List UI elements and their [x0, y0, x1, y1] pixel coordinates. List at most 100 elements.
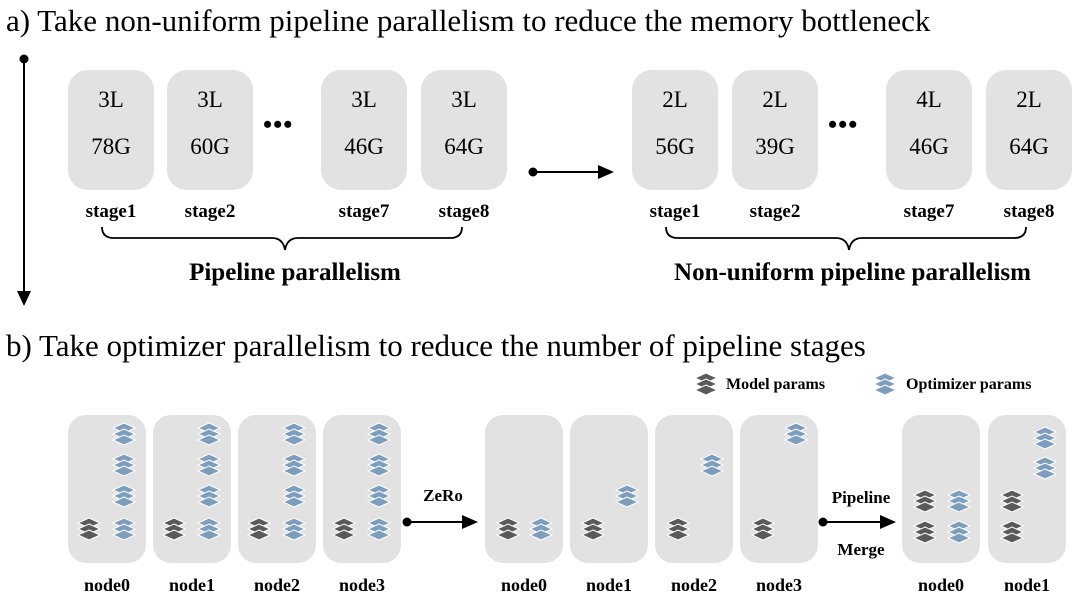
model-params-icon [913, 489, 937, 513]
optimizer-params-icon [112, 453, 136, 477]
stage-memory: 78G [91, 134, 131, 159]
model-params-icon [666, 517, 690, 541]
optimizer-params-icon [367, 484, 391, 508]
optimizer-params-icon [112, 517, 136, 541]
stage-box-right-8: 2L 64G [986, 70, 1072, 190]
model-params-icon [332, 517, 356, 541]
stage-layers: 3L [98, 87, 124, 112]
stage-memory: 64G [1009, 134, 1049, 159]
optimizer-params-icon [197, 517, 221, 541]
optimizer-params-icon [784, 422, 808, 446]
stage-label: stage2 [184, 201, 236, 222]
ellipsis-left: ••• [263, 110, 294, 139]
optimizer-params-icon [615, 484, 639, 508]
caption-non-uniform-pipeline-parallelism: Non-uniform pipeline parallelism [674, 259, 1031, 286]
stage-memory: 46G [344, 134, 384, 159]
stage-box-left-1: 3L 78G [68, 70, 154, 190]
timeline-arrow [17, 54, 31, 306]
legend-optimizer-label: Optimizer params [906, 376, 1032, 393]
stage-memory: 39G [755, 134, 795, 159]
stage-box-right-1: 2L 56G [632, 70, 718, 190]
node-label: node0 [917, 575, 964, 595]
model-params-icon [913, 520, 937, 544]
optimizer-params-icon [282, 453, 306, 477]
model-params-icon [751, 517, 775, 541]
stage-label: stage8 [1003, 201, 1055, 222]
stage-label: stage1 [649, 201, 701, 222]
node-label: node3 [338, 575, 385, 595]
model-params-icon [496, 517, 520, 541]
node-box-g2-0 [485, 415, 563, 563]
stage-label: stage8 [438, 201, 490, 222]
pipeline-label: Pipeline [831, 488, 891, 507]
node-label: node2 [670, 575, 717, 595]
optimizer-params-icon [367, 517, 391, 541]
stage-box-right-2: 2L 39G [732, 70, 818, 190]
node-label: node2 [253, 575, 300, 595]
transform-arrow [528, 165, 614, 179]
model-params-icon [694, 372, 718, 396]
optimizer-params-icon [700, 453, 724, 477]
optimizer-params-icon [367, 422, 391, 446]
node-label: node1 [585, 575, 632, 595]
node-label: node1 [168, 575, 215, 595]
optimizer-params-icon [947, 489, 971, 513]
optimizer-params-icon [197, 422, 221, 446]
merge-label: Merge [837, 540, 885, 559]
zero-label: ZeRo [423, 486, 463, 505]
stage-label: stage2 [749, 201, 801, 222]
stage-box-left-2: 3L 60G [167, 70, 253, 190]
model-params-icon [77, 517, 101, 541]
heading-a: a) Take non-uniform pipeline parallelism… [6, 3, 931, 38]
stage-memory: 60G [190, 134, 230, 159]
model-params-icon [581, 517, 605, 541]
node-label: node0 [83, 575, 130, 595]
optimizer-params-icon [282, 422, 306, 446]
stage-layers: 2L [1016, 87, 1042, 112]
brace-left [101, 226, 463, 251]
pipeline-merge-arrow [818, 515, 896, 529]
stage-layers: 3L [451, 87, 477, 112]
optimizer-params-icon [529, 517, 553, 541]
node-label: node0 [500, 575, 547, 595]
stage-layers: 3L [197, 87, 223, 112]
optimizer-params-icon [367, 453, 391, 477]
model-params-icon [1000, 520, 1024, 544]
optimizer-params-icon [197, 484, 221, 508]
stage-layers: 3L [351, 87, 377, 112]
stage-layers: 2L [762, 87, 788, 112]
optimizer-params-icon [197, 453, 221, 477]
stage-layers: 2L [662, 87, 688, 112]
node-label: node3 [755, 575, 802, 595]
node-box-g2-2 [655, 415, 733, 563]
stage-label: stage1 [85, 201, 137, 222]
optimizer-params-icon [1033, 426, 1057, 450]
optimizer-params-icon [947, 520, 971, 544]
optimizer-params-icon [112, 484, 136, 508]
stage-layers: 4L [916, 87, 942, 112]
stage-box-right-7: 4L 46G [886, 70, 972, 190]
optimizer-params-icon [282, 517, 306, 541]
optimizer-params-icon [1033, 456, 1057, 480]
optimizer-params-icon [112, 422, 136, 446]
caption-pipeline-parallelism: Pipeline parallelism [189, 259, 401, 286]
ellipsis-right: ••• [828, 110, 859, 139]
node-label: node1 [1003, 575, 1050, 595]
stage-box-left-8: 3L 64G [421, 70, 507, 190]
stage-label: stage7 [338, 201, 390, 222]
stage-memory: 64G [444, 134, 484, 159]
stage-label: stage7 [903, 201, 955, 222]
zero-arrow [402, 515, 478, 529]
stage-memory: 46G [909, 134, 949, 159]
optimizer-params-icon [873, 372, 897, 396]
stage-memory: 56G [655, 134, 695, 159]
model-params-icon [247, 517, 271, 541]
legend-model-label: Model params [726, 376, 826, 393]
optimizer-params-icon [282, 484, 306, 508]
model-params-icon [1000, 489, 1024, 513]
stage-box-left-7: 3L 46G [321, 70, 407, 190]
model-params-icon [162, 517, 186, 541]
brace-right [665, 226, 1027, 251]
heading-b: b) Take optimizer parallelism to reduce … [6, 328, 866, 363]
